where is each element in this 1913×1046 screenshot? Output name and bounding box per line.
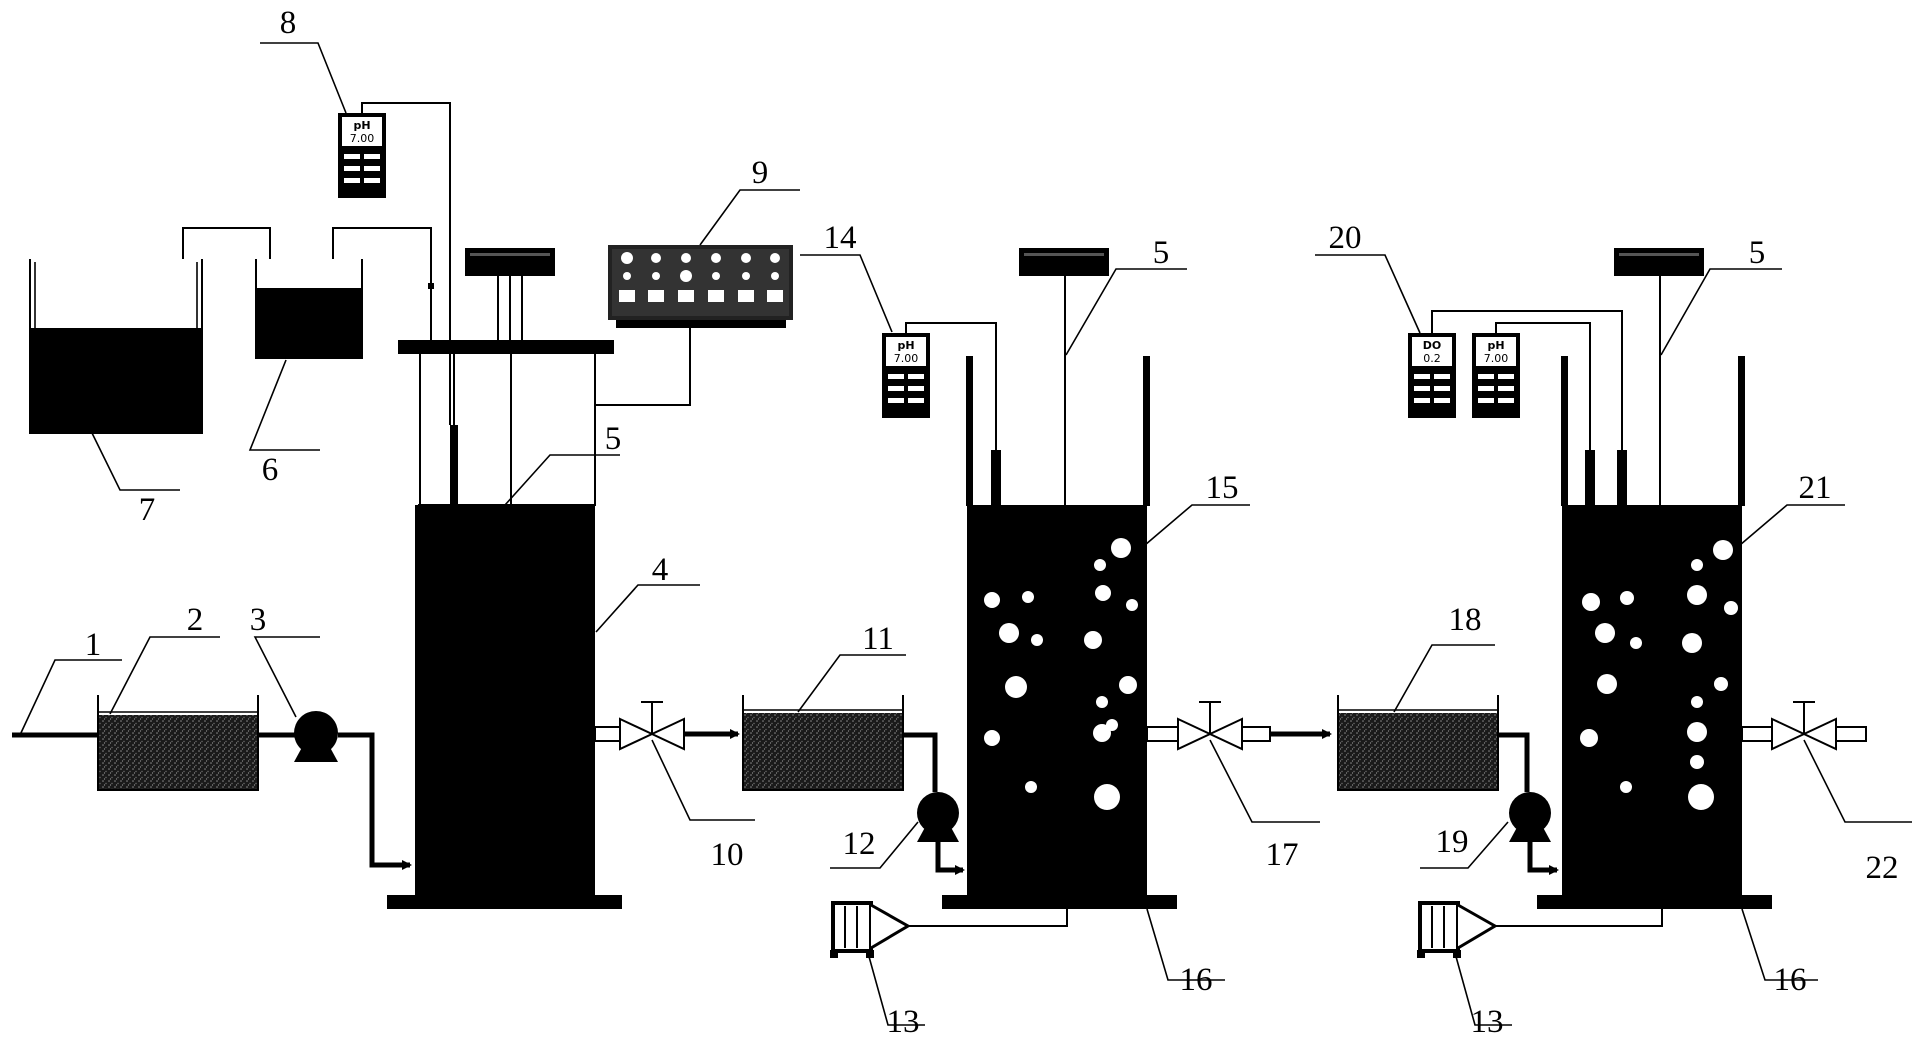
- label-2: 2: [187, 602, 204, 638]
- label-3: 3: [250, 602, 267, 638]
- do-meter-value: 0.2: [1423, 352, 1441, 365]
- raw-water-tank: [97, 695, 259, 791]
- control-panel-9: [595, 245, 793, 406]
- feed-pump: [258, 711, 412, 870]
- ph-meter-value: 7.00: [350, 132, 375, 145]
- label-10: 10: [711, 837, 744, 873]
- ph-meter-value: 7.00: [1484, 352, 1509, 365]
- reactor-15: [942, 268, 1177, 909]
- label-5a: 5: [605, 421, 622, 457]
- label-21: 21: [1799, 470, 1832, 506]
- label-19: 19: [1436, 824, 1469, 860]
- label-4: 4: [652, 552, 669, 588]
- air-bubbles: [1580, 540, 1738, 810]
- label-5b: 5: [1153, 235, 1170, 271]
- label-15: 15: [1206, 470, 1239, 506]
- reactor-4: [387, 340, 622, 909]
- outlet-valve-22: [1741, 701, 1867, 751]
- label-5c: 5: [1749, 235, 1766, 271]
- air-bubbles: [984, 538, 1138, 810]
- intermediate-tank-11: [742, 695, 904, 791]
- dosing-tanks: [29, 227, 434, 434]
- do-meter-20: DO 0.2: [1408, 310, 1623, 450]
- label-13b: 13: [1471, 1004, 1504, 1040]
- label-12: 12: [843, 826, 876, 862]
- label-22: 22: [1866, 850, 1899, 886]
- label-16a: 16: [1180, 962, 1213, 998]
- label-9: 9: [752, 155, 769, 191]
- stirrer-controller-3: [1614, 248, 1704, 276]
- label-1: 1: [85, 627, 102, 663]
- ph-meter-label: pH: [353, 119, 370, 132]
- outlet-valve-17: [1146, 701, 1332, 751]
- stirrer-controller-2: [1019, 248, 1109, 276]
- air-blower-13b: [1417, 901, 1663, 958]
- component-labels: 1 2 3 4 5 5 5 6 7 8 9 10 11 12 13 13 14 …: [85, 5, 1899, 1040]
- intermediate-tank-18: [1337, 695, 1499, 791]
- air-blower-13a: [830, 901, 1068, 958]
- ph-meter-14: pH 7.00: [882, 322, 997, 450]
- label-8: 8: [280, 5, 297, 41]
- label-14: 14: [824, 220, 857, 256]
- feed-pump-19: [1498, 732, 1559, 875]
- stirrer-controller-1: [465, 248, 555, 340]
- label-11: 11: [862, 621, 894, 657]
- ph-meter-label: pH: [897, 339, 914, 352]
- ph-meter-8: pH 7.00: [338, 102, 451, 425]
- do-meter-label: DO: [1423, 339, 1441, 352]
- outlet-valve-10: [594, 701, 740, 751]
- label-18: 18: [1449, 602, 1482, 638]
- ph-meter-21: pH 7.00: [1472, 322, 1591, 450]
- label-13a: 13: [887, 1004, 920, 1040]
- label-17: 17: [1266, 837, 1299, 873]
- ph-meter-value: 7.00: [894, 352, 919, 365]
- reactor-21: [1537, 268, 1772, 909]
- label-6: 6: [262, 452, 279, 488]
- feed-pump-12: [903, 732, 965, 875]
- label-20: 20: [1329, 220, 1362, 256]
- label-16b: 16: [1774, 962, 1807, 998]
- label-7: 7: [139, 492, 156, 528]
- ph-meter-label: pH: [1487, 339, 1504, 352]
- leader-lines: [19, 42, 1912, 1026]
